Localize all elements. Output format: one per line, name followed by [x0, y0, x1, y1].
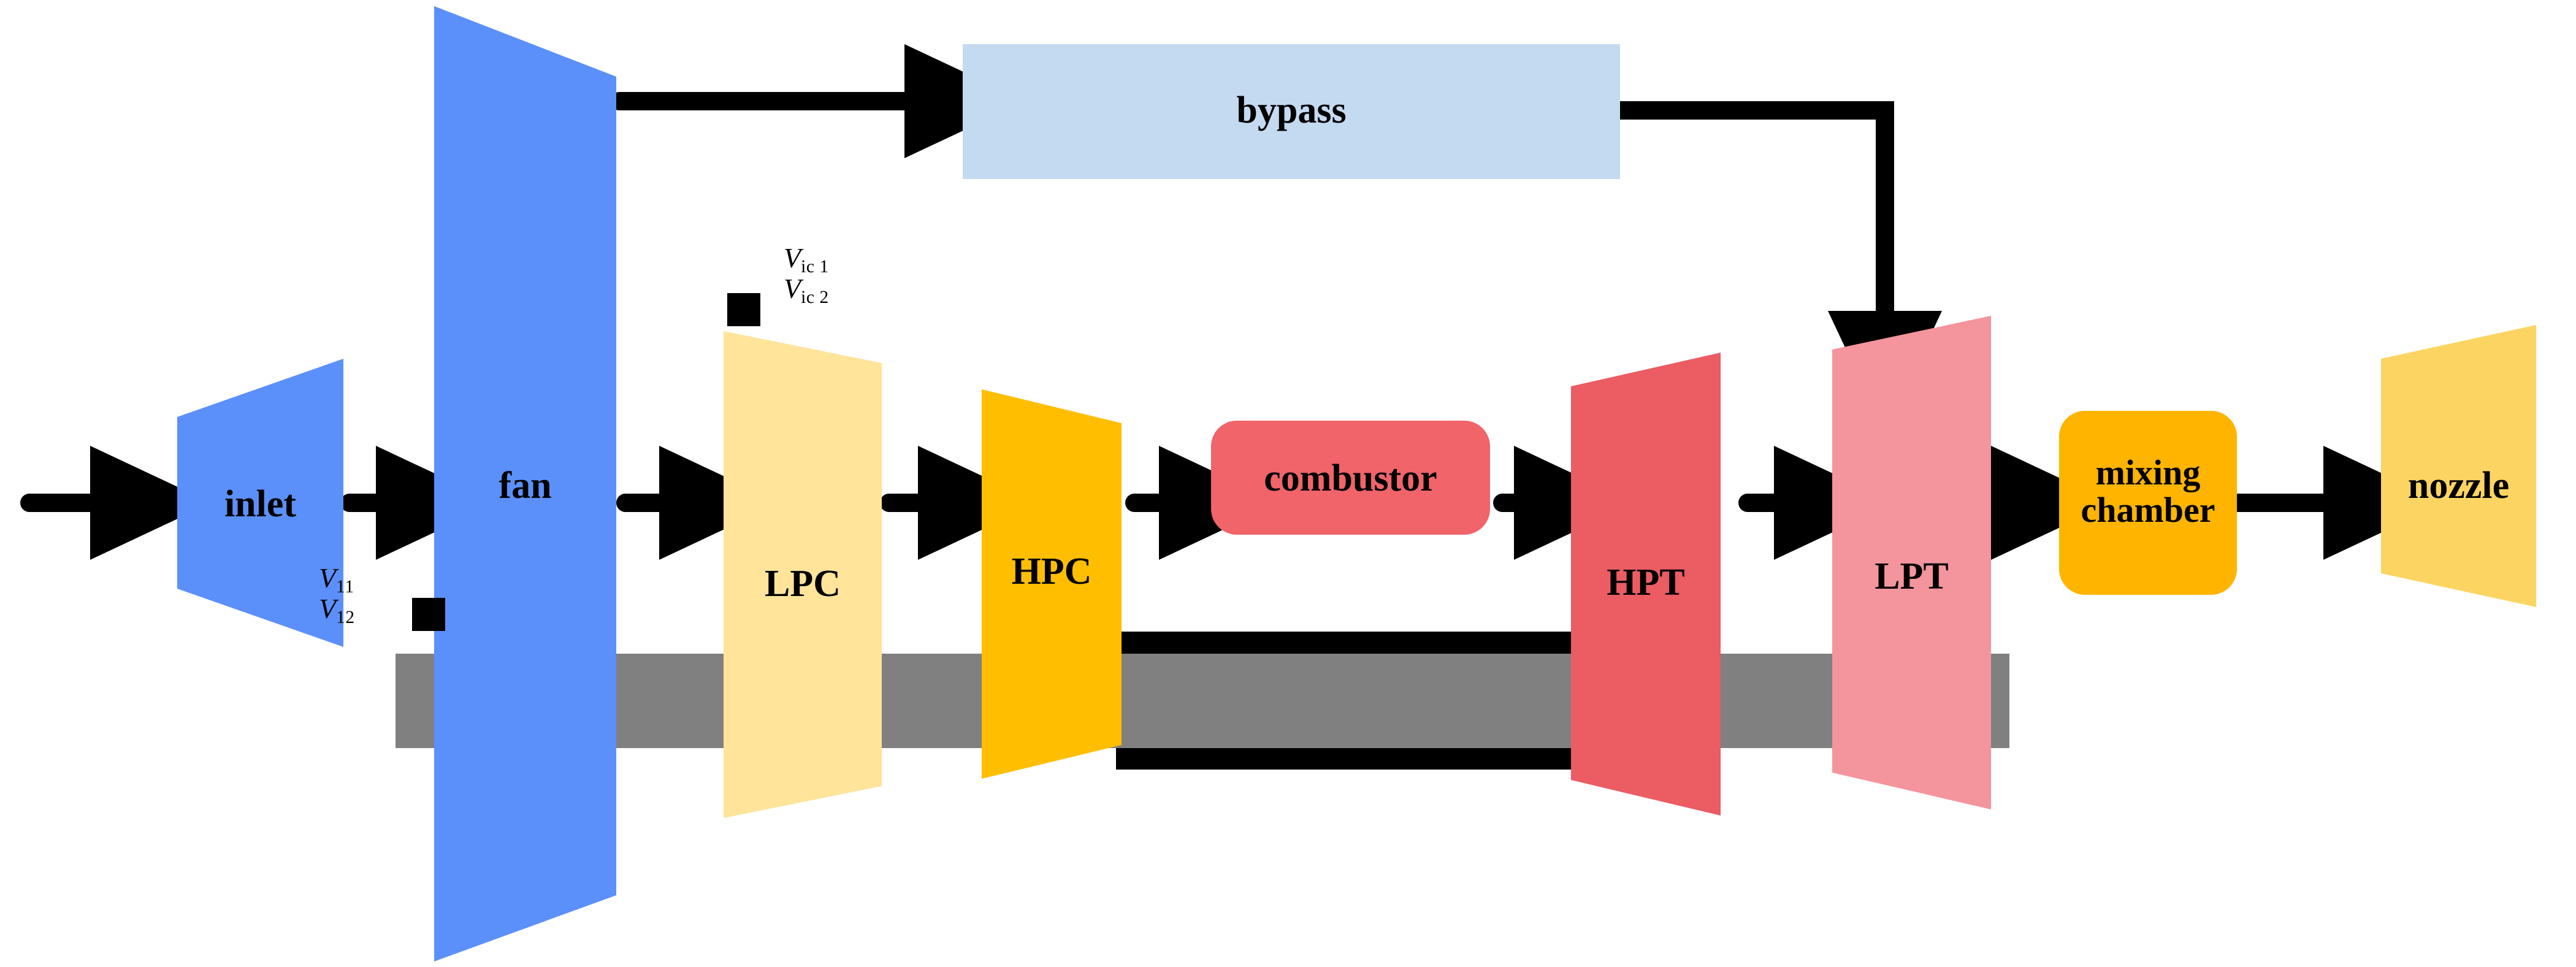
arrow-bypass-to-mixing-chamber: [1611, 101, 1942, 433]
annotation-symbol-v: V: [319, 562, 337, 594]
annotation-v-inlet-line2: V12: [319, 593, 355, 627]
annotation-subscript-11: 11: [336, 577, 354, 597]
annotation-symbol-v: V: [319, 593, 337, 624]
annotation-subscript-12: 12: [336, 608, 355, 628]
annotation-v-lpc-line2: Vic 2: [784, 273, 829, 307]
annotation-symbol-v: V: [784, 242, 801, 273]
hp-shaft-lower-bar: [1116, 747, 1585, 770]
annotation-v-inlet-line1: V11: [319, 562, 355, 596]
component-shape-lpc[interactable]: [724, 331, 882, 818]
component-shape-bypass[interactable]: [963, 44, 1620, 179]
annotation-marker-square-inlet: [412, 598, 445, 631]
component-shape-lpt[interactable]: [1832, 316, 1991, 809]
lp-shaft-band: [396, 654, 2009, 748]
component-shape-nozzle[interactable]: [2381, 325, 2536, 607]
component-shape-mixing-chamber[interactable]: [2059, 411, 2237, 595]
annotation-subscript-ic2: ic 2: [801, 288, 829, 308]
annotation-v-inlet: V11 V12: [319, 562, 355, 627]
annotation-symbol-v: V: [784, 273, 801, 304]
component-shape-hpc[interactable]: [982, 389, 1122, 779]
component-shape-fan[interactable]: [434, 6, 616, 961]
annotation-v-lpc: Vic 1 Vic 2: [784, 242, 829, 307]
annotation-v-lpc-line1: Vic 1: [784, 242, 829, 276]
annotation-marker-square-lpc: [727, 293, 760, 326]
component-shape-combustor[interactable]: [1211, 421, 1490, 535]
component-shape-inlet[interactable]: [177, 359, 343, 647]
hp-shaft-upper-bar: [1116, 632, 1585, 654]
component-shape-hpt[interactable]: [1571, 353, 1721, 816]
annotation-subscript-ic1: ic 1: [801, 257, 829, 277]
